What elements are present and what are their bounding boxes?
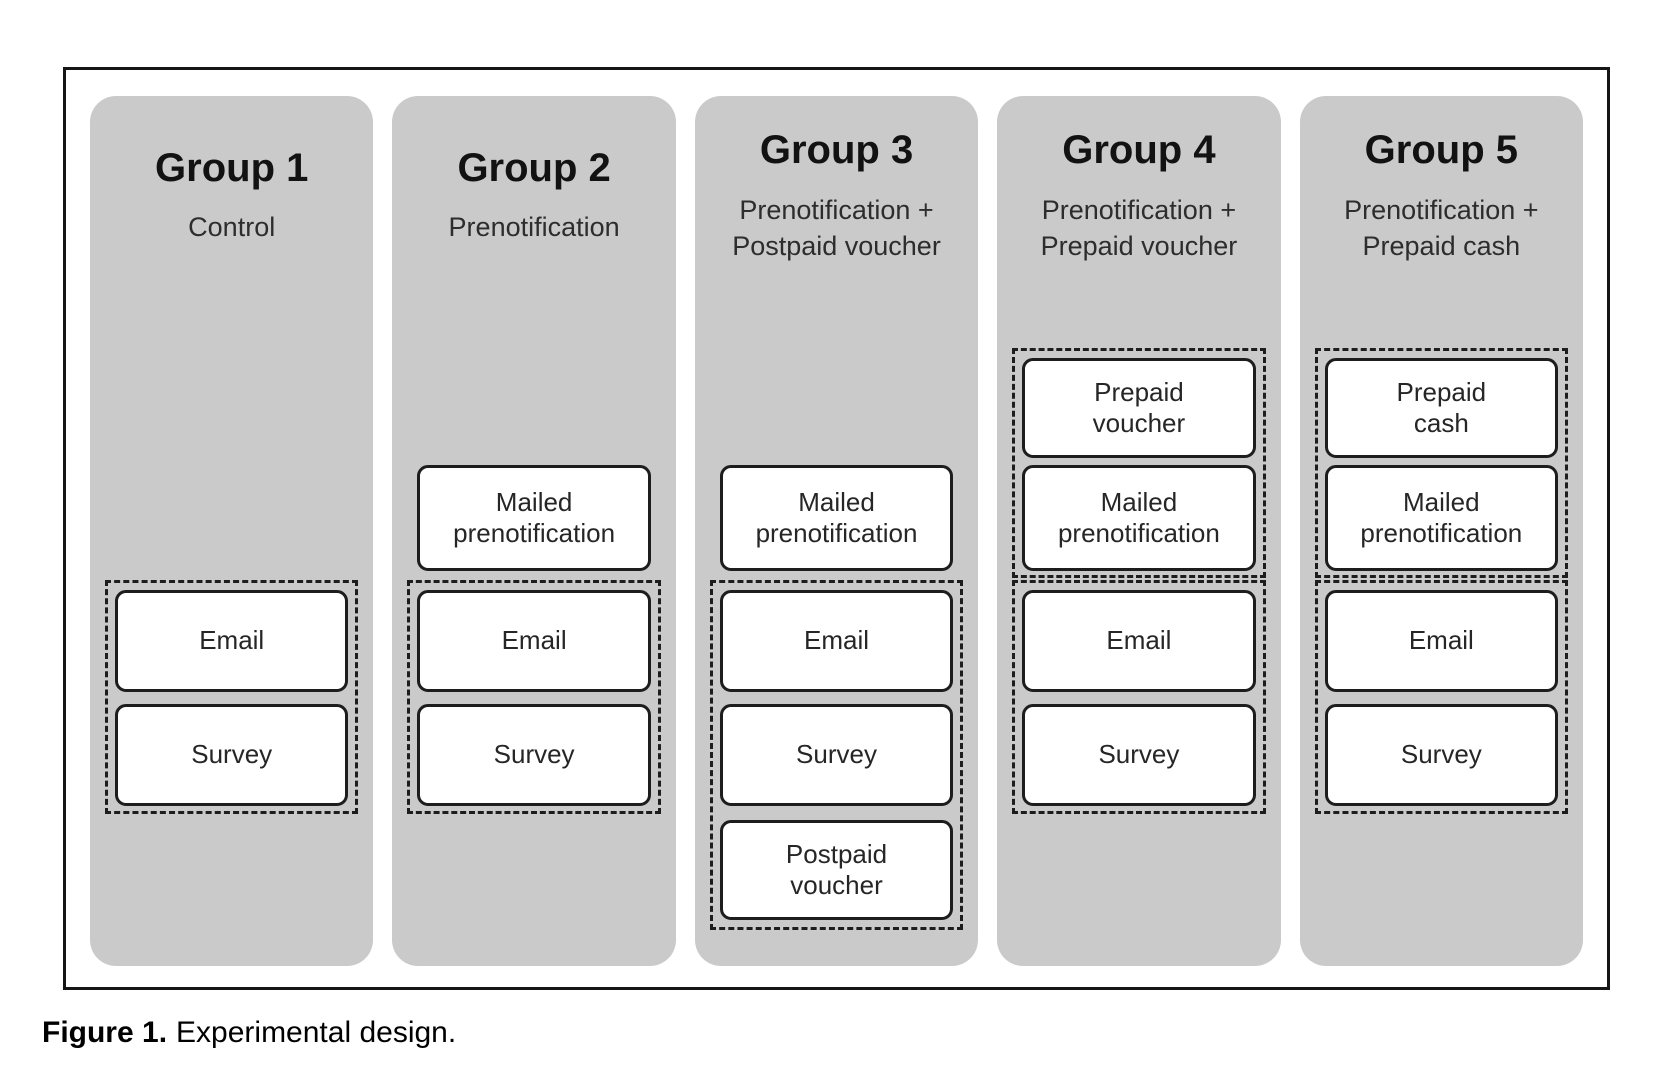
group-3-email-box: Email — [719, 590, 954, 692]
group-5-email-survey-dashed-group — [1314, 580, 1569, 814]
group-3-survey-box: Survey — [719, 704, 954, 806]
group-4-email-survey-dashed-group — [1012, 580, 1266, 814]
group-5-survey-box: Survey — [1324, 704, 1559, 806]
group-4-subtitle: Prenotification + Prepaid voucher — [1040, 195, 1238, 262]
group-5-email-box: Email — [1324, 590, 1559, 692]
group-2-mailed-prenotification-box: Mailed prenotification — [417, 465, 651, 571]
group-5-prepaid-cash-box: Prepaid cash — [1324, 358, 1559, 458]
group-3-column: Group 3 Prenotification + Postpaid vouch… — [694, 96, 979, 966]
group-3-mailed-prenotification-box: Mailed prenotification — [719, 465, 954, 571]
group-1-email-box: Email — [115, 590, 349, 692]
group-2-column: Group 2 Prenotification Mailed prenotifi… — [392, 96, 676, 966]
group-3-title: Group 3 — [759, 128, 914, 172]
group-4-mailed-prenotification-box: Mailed prenotification — [1022, 465, 1256, 571]
group-5-column: Group 5 Prenotification + Prepaid cash P… — [1299, 96, 1584, 966]
group-4-prepaid-mailed-dashed-group — [1012, 348, 1266, 578]
group-2-survey-box: Survey — [417, 704, 651, 806]
group-1-subtitle: Control — [188, 212, 276, 242]
group-5-subtitle: Prenotification + Prepaid cash — [1344, 195, 1539, 262]
group-1-title: Group 1 — [155, 146, 309, 190]
group-3-email-survey-postpaid-dashed-group — [709, 580, 964, 930]
group-4-email-box: Email — [1022, 590, 1256, 692]
group-4-column: Group 4 Prenotification + Prepaid vouche… — [997, 96, 1281, 966]
group-4-prepaid-voucher-box: Prepaid voucher — [1022, 358, 1256, 458]
group-1-survey-box: Survey — [115, 704, 349, 806]
group-2-email-survey-dashed-group — [407, 580, 661, 814]
figure-caption: Figure 1.Experimental design. — [42, 1016, 456, 1050]
figure-caption-text: Experimental design. — [176, 1016, 457, 1049]
group-5-title: Group 5 — [1364, 128, 1518, 172]
group-1-email-survey-dashed-group — [105, 580, 359, 814]
group-3-subtitle: Prenotification + Postpaid voucher — [732, 195, 941, 262]
group-2-subtitle: Prenotification — [448, 212, 620, 242]
group-2-email-box: Email — [417, 590, 651, 692]
group-4-survey-box: Survey — [1022, 704, 1256, 806]
group-3-postpaid-voucher-box: Postpaid voucher — [719, 820, 954, 920]
group-2-title: Group 2 — [457, 146, 611, 190]
group-4-title: Group 4 — [1062, 128, 1216, 172]
figure-caption-label: Figure 1. — [42, 1016, 168, 1049]
group-5-mailed-prenotification-box: Mailed prenotification — [1324, 465, 1559, 571]
group-5-prepaid-mailed-dashed-group — [1314, 348, 1569, 578]
group-1-column: Group 1 Control Email Survey — [90, 96, 374, 966]
figure-frame: Group 1 Control Email Survey Group 2 Pre… — [63, 67, 1610, 990]
